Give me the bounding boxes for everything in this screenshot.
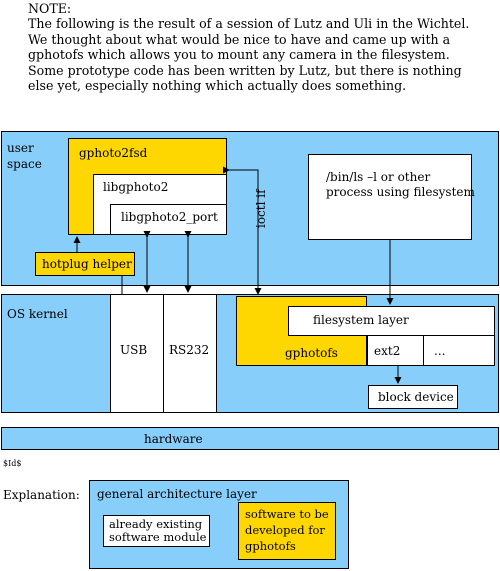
process-label: /bin/ls –l or other process using filesy… [326, 170, 475, 199]
other-fs-module [423, 335, 495, 366]
rs232-label: RS232 [169, 343, 210, 357]
note-body: The following is the result of a session… [28, 16, 470, 94]
libgphoto2-port-label: libgphoto2_port [121, 210, 218, 224]
usb-module [110, 294, 164, 413]
rs232-module [163, 294, 217, 413]
arrow-ioctl-interface [223, 166, 262, 295]
legend-general-label: general architecture layer [97, 487, 257, 501]
block-device-module [368, 385, 458, 409]
ext2-label: ext2 [374, 344, 401, 358]
filesystem-layer-module [288, 306, 495, 336]
hotplug-helper-module [35, 252, 135, 276]
legend-existing-module [103, 515, 210, 547]
usb-label: USB [120, 343, 148, 357]
hardware-label: hardware [144, 432, 203, 446]
gphotofs-label: gphotofs [285, 346, 338, 360]
block-device-label: block device [378, 390, 454, 404]
filesystem-layer-label: filesystem layer [313, 313, 409, 327]
legend-new-label: software to be developed for gphotofs [245, 507, 329, 553]
user-space-label: user space [7, 141, 42, 171]
legend-new-module [238, 502, 336, 560]
hardware-layer [1, 427, 499, 450]
process-box [308, 154, 472, 240]
ext2-module [367, 335, 424, 366]
note-heading: NOTE: [28, 1, 72, 16]
kernel-label: OS kernel [7, 307, 68, 321]
hotplug-helper-label: hotplug helper [42, 257, 132, 271]
id-tag: $Id$ [3, 459, 22, 468]
other-fs-label: ... [434, 344, 446, 358]
libgphoto2-label: libgphoto2 [103, 180, 169, 194]
legend-existing-label: already existing software module [109, 517, 207, 544]
gphoto2fsd-label: gphoto2fsd [79, 146, 148, 160]
legend-title: Explanation: [3, 488, 80, 502]
